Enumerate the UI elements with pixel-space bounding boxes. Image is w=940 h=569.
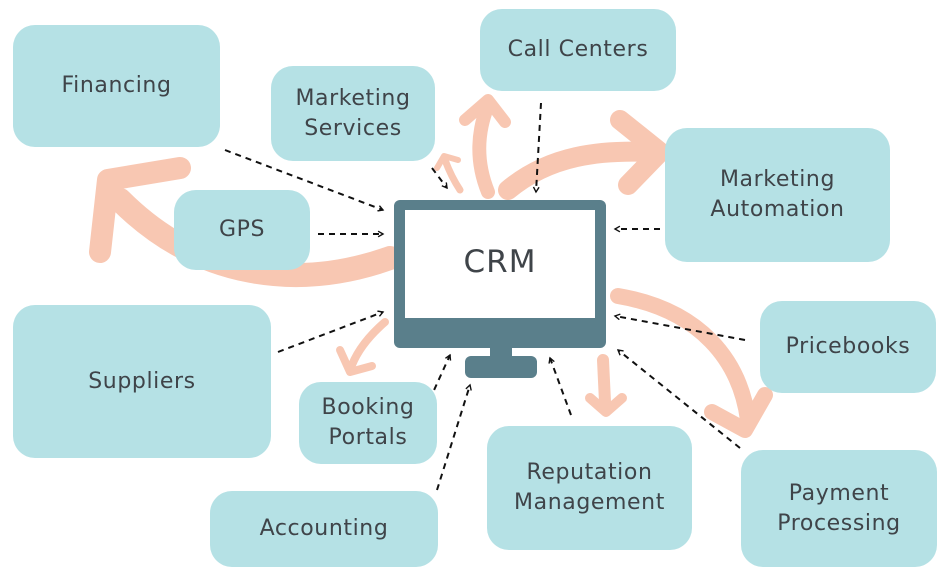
arrow-to-marketing-services-head [434,153,461,171]
node-label: GPS [218,217,266,242]
arrow-to-marketing-services [441,156,464,194]
node-label-line-1: Payment [788,480,890,506]
node-call-centers: Call Centers [480,9,676,91]
node-label-line-1: Booking [321,395,415,420]
arrow-to-financing-head [89,157,191,263]
node-label-line-2: Management [514,490,665,515]
node-label-line-2: Portals [328,425,408,450]
node-label: Financing [61,73,172,98]
node-marketing-services: Marketing Services [271,66,435,161]
monitor-stand [465,356,537,378]
arrow-to-booking-portals-head [336,346,376,376]
node-gps: GPS [174,190,310,270]
node-label: Pricebooks [785,334,911,359]
arrow-to-payment-processing-head [704,387,773,438]
node-suppliers: Suppliers [13,305,271,458]
node-payment-processing: Payment Processing [741,450,937,567]
dashed-arrow-reputation-management [550,358,572,416]
arrow-to-booking-portals [348,318,389,369]
dashed-arrow-call-centers [536,102,542,192]
dashed-arrow-payment-processing [618,350,741,449]
node-label: Suppliers [88,368,196,394]
arrow-to-reputation-management-head [585,393,627,417]
node-label: Accounting [259,516,389,541]
node-label: Call Centers [507,37,649,62]
node-reputation-management: Reputation Management [487,426,692,550]
dashed-arrow-marketing-services [431,167,447,188]
crm-monitor [394,200,606,378]
arrow-to-reputation-management [597,354,611,408]
dashed-arrow-suppliers [277,312,383,353]
node-label-line-1: Marketing [719,167,836,192]
dashed-arrow-accounting [436,385,470,491]
node-label-line-2: Automation [710,197,845,222]
arrow-to-call-centers-head [459,94,511,128]
outgoing-arrows [89,94,773,438]
incoming-arrows [224,102,746,491]
arrow-to-call-centers [472,98,495,199]
monitor-screen [405,210,595,318]
node-label-line-2: Processing [777,510,901,536]
arrow-to-marketing-automation-head [610,110,670,195]
node-booking-portals: Booking Portals [299,382,437,464]
monitor-neck [490,348,512,358]
node-marketing-automation: Marketing Automation [665,128,890,262]
node-label-line-2: Services [304,115,402,141]
node-accounting: Accounting [210,491,438,567]
arrow-to-marketing-automation [498,141,660,200]
node-label-line-1: Marketing [295,85,411,111]
dashed-arrow-pricebooks [615,316,746,341]
node-financing: Financing [13,25,220,147]
arrow-to-payment-processing [610,288,756,428]
crm-label: CRM [463,244,537,280]
node-pricebooks: Pricebooks [760,301,936,393]
node-label-line-1: Reputation [526,460,653,485]
arrow-to-financing [108,188,402,287]
